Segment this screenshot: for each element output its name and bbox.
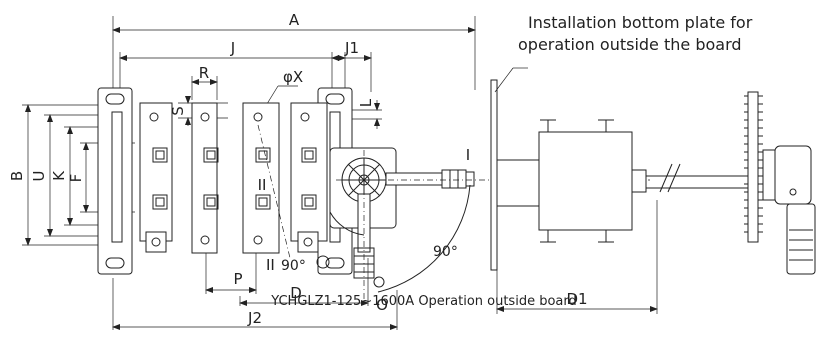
label-shaft-i: I (466, 146, 470, 164)
label-a: A (289, 11, 300, 29)
label-f: F (67, 174, 85, 183)
installation-note: Installation bottom plate for operation … (518, 13, 753, 54)
label-j2: J2 (247, 309, 262, 327)
pole-4 (290, 102, 328, 253)
label-phi-x: φX (283, 68, 303, 86)
label-90-right: 90° (433, 244, 458, 260)
note-line-2: operation outside the board (518, 35, 742, 54)
label-ii-bottom: II (266, 256, 275, 274)
label-center-ii: II (258, 176, 267, 194)
pole-2 (191, 102, 218, 254)
label-s: S (169, 106, 187, 116)
label-j1: J1 (344, 39, 359, 57)
panel-assembly (490, 67, 816, 275)
label-k: K (50, 170, 68, 181)
label-u: U (30, 171, 48, 182)
label-90-left: 90° (281, 258, 306, 274)
label-j: J (230, 39, 235, 57)
label-b: B (8, 171, 26, 181)
note-line-1: Installation bottom plate for (528, 13, 753, 32)
label-r: R (199, 64, 209, 82)
label-d1: D1 (566, 290, 587, 308)
label-p: P (233, 270, 242, 288)
pole-1 (139, 102, 173, 253)
pole-3 (242, 102, 280, 254)
dimension-labels: A J J1 R φX S L B U K F I II II 90° 90° … (8, 11, 588, 327)
label-d: D (290, 284, 302, 302)
label-o: O (376, 296, 388, 314)
label-l: L (357, 98, 375, 107)
drawing-caption: YCHGLZ1-125~1600A Operation outside boar… (270, 294, 577, 309)
dimension-lines (22, 16, 658, 330)
